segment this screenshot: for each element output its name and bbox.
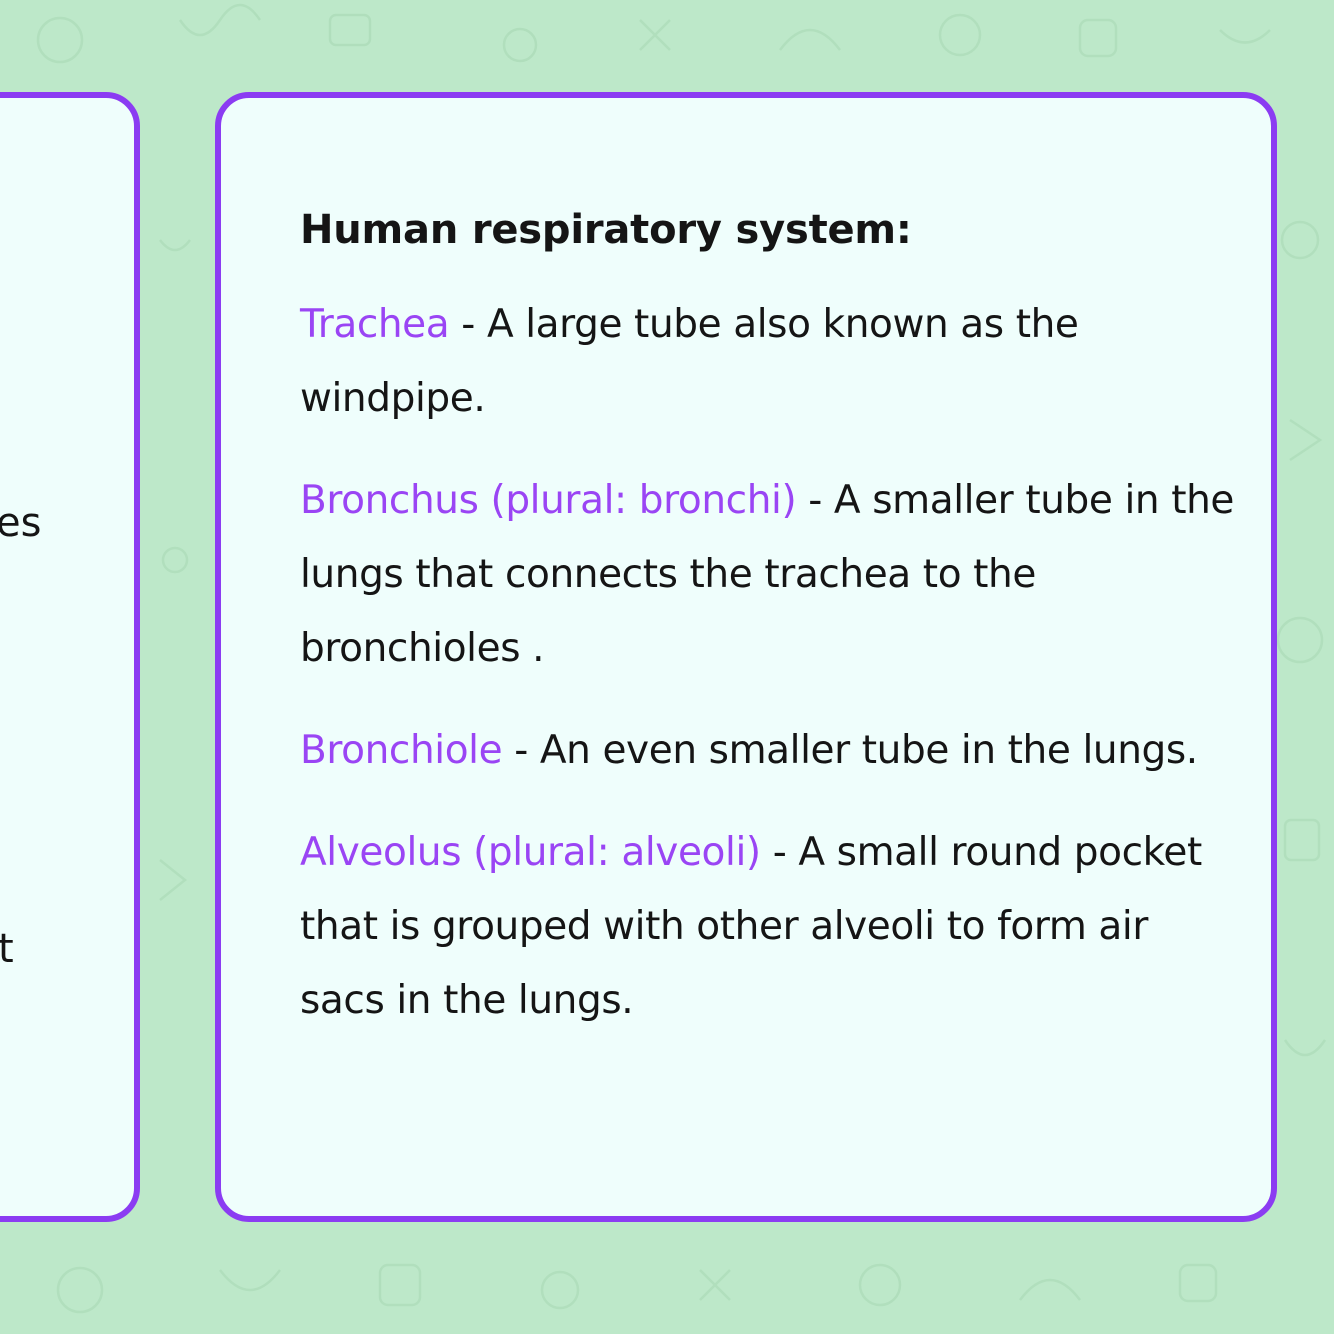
left-card-text-fragment: es bbox=[0, 500, 42, 546]
glossary-entry-bronchiole: Bronchiole - An even smaller tube in the… bbox=[300, 714, 1240, 788]
definition: - A smaller tube in the lungs that conne… bbox=[300, 478, 1235, 671]
glossary-entry-alveolus: Alveolus (plural: alveoli) - A small rou… bbox=[300, 816, 1240, 1038]
term: Bronchus (plural: bronchi) bbox=[300, 478, 797, 523]
definition: - An even smaller tube in the lungs. bbox=[502, 728, 1198, 773]
definition: - A small round pocket that is grouped w… bbox=[300, 830, 1202, 1023]
term: Alveolus (plural: alveoli) bbox=[300, 830, 761, 875]
glossary-content: Human respiratory system: Trachea - A la… bbox=[300, 200, 1240, 1066]
glossary-card: Human respiratory system: Trachea - A la… bbox=[215, 92, 1277, 1222]
glossary-entry-trachea: Trachea - A large tube also known as the… bbox=[300, 288, 1240, 436]
card-title: Human respiratory system: bbox=[300, 207, 912, 253]
left-card-text-fragment: t bbox=[0, 926, 14, 972]
glossary-entry-bronchus: Bronchus (plural: bronchi) - A smaller t… bbox=[300, 464, 1240, 686]
term: Trachea bbox=[300, 302, 450, 347]
previous-card: es t bbox=[0, 92, 140, 1222]
term: Bronchiole bbox=[300, 728, 503, 773]
definition: - A large tube also known as the windpip… bbox=[300, 302, 1079, 421]
